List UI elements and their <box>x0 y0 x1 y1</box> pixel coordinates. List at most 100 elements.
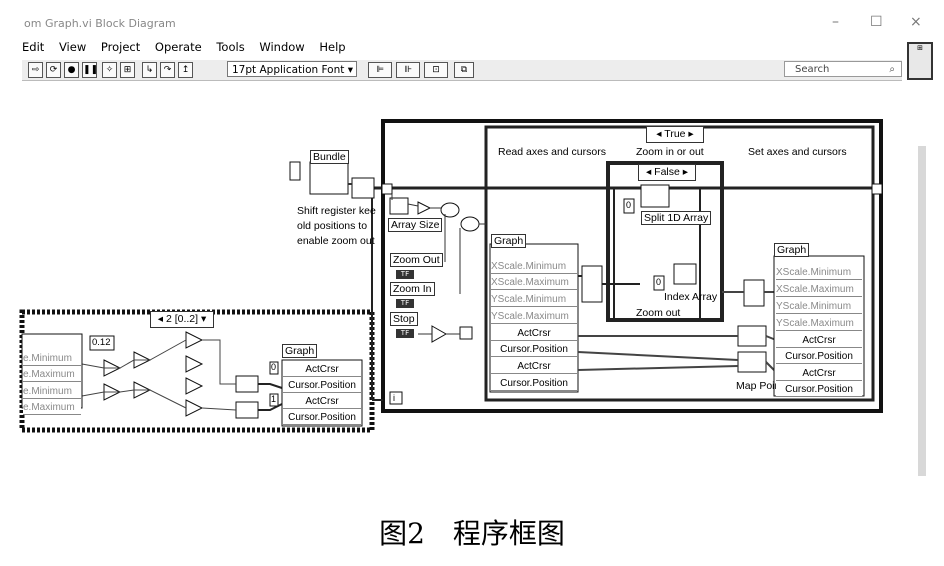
zoom-in-terminal[interactable]: TF <box>396 299 414 308</box>
resize-objects-icon[interactable]: ⊡ <box>424 62 448 78</box>
graph-left-ymax[interactable]: e.Maximum <box>23 400 81 415</box>
index-const-label: 0 <box>656 277 662 287</box>
run-icon[interactable]: ⇨ <box>28 62 43 78</box>
bundle-xy-node[interactable] <box>235 375 259 393</box>
menu-operate[interactable]: Operate <box>154 40 202 54</box>
graph-write-cursor-position-1[interactable]: Cursor.Position <box>776 349 862 364</box>
minimize-button[interactable]: – <box>832 14 839 30</box>
graph-write-actcrsr-2[interactable]: ActCrsr <box>776 366 862 381</box>
numeric-constant[interactable] <box>89 335 115 351</box>
reorder-icon[interactable]: ⧉ <box>454 62 474 78</box>
vertical-scrollbar[interactable] <box>918 146 926 476</box>
loop-iteration-terminal[interactable] <box>389 391 403 405</box>
graph-read-actcrsr-1[interactable]: ActCrsr <box>491 326 577 341</box>
stop-terminal[interactable] <box>459 326 473 340</box>
graph-small-cursor-1[interactable]: Cursor.Position <box>283 378 361 393</box>
menu-bar: Edit View Project Operate Tools Window H… <box>22 40 357 58</box>
align-objects-icon[interactable]: ⊫ <box>368 62 392 78</box>
graph-write-cursor-position-2[interactable]: Cursor.Position <box>776 382 862 397</box>
menu-help[interactable]: Help <box>319 40 346 54</box>
index-array-node[interactable] <box>673 263 697 285</box>
graph-write-actcrsr-1[interactable]: ActCrsr <box>776 333 862 348</box>
pause-icon[interactable]: ❚❚ <box>82 62 98 78</box>
greater-than-node[interactable] <box>417 201 432 215</box>
constant-1[interactable] <box>269 393 279 407</box>
wire <box>81 339 187 369</box>
graph-write-ymax[interactable]: YScale.Maximum <box>776 316 862 331</box>
index-array-label: Index Array <box>664 291 718 303</box>
graph-read-cursor-position-1[interactable]: Cursor.Position <box>491 342 577 357</box>
graph-small-actcrsr-1[interactable]: ActCrsr <box>283 362 361 377</box>
step-over-icon[interactable]: ↷ <box>160 62 175 78</box>
abort-icon[interactable]: ● <box>64 62 79 78</box>
array-constant[interactable] <box>289 161 301 181</box>
not-node[interactable] <box>431 325 448 343</box>
graph-left-xmax[interactable]: e.Maximum <box>23 367 81 382</box>
shift-register-left[interactable] <box>381 183 393 195</box>
sequence-selector[interactable]: ◂ 2 [0..2] ▾ <box>150 311 214 328</box>
search-icon[interactable]: ⌕ <box>889 64 895 75</box>
graph-left-ymin[interactable]: e.Minimum <box>23 384 81 399</box>
build-array-node[interactable] <box>351 177 375 199</box>
menu-window[interactable]: Window <box>259 40 305 54</box>
zoom-out-terminal[interactable]: TF <box>396 270 414 279</box>
array-size-node[interactable] <box>389 197 409 215</box>
bundle-node[interactable] <box>309 161 349 195</box>
and-node[interactable] <box>440 202 460 218</box>
map-pointer-node[interactable] <box>737 325 767 347</box>
bundle-xy-node[interactable] <box>581 265 603 303</box>
step-into-icon[interactable]: ↳ <box>142 62 157 78</box>
case-selector-true[interactable]: ◂ True ▸ <box>646 126 704 143</box>
constant-node[interactable] <box>653 275 665 291</box>
font-selector[interactable]: 17pt Application Font ▾ <box>227 61 357 77</box>
graph-read-actcrsr-2[interactable]: ActCrsr <box>491 359 577 374</box>
add-node[interactable] <box>185 331 204 349</box>
graph-read-xmax[interactable]: XScale.Maximum <box>491 275 577 290</box>
graph-read-ymax[interactable]: YScale.Maximum <box>491 309 577 324</box>
graph-read-ymin[interactable]: YScale.Minimum <box>491 292 577 307</box>
graph-small-cursor-2[interactable]: Cursor.Position <box>283 410 361 425</box>
run-continuously-icon[interactable]: ⟳ <box>46 62 61 78</box>
unbundle-node[interactable] <box>640 184 670 208</box>
add-node[interactable] <box>185 377 204 395</box>
graph-left-xmin[interactable]: e.Minimum <box>23 351 81 366</box>
maximize-button[interactable]: ☐ <box>870 14 883 30</box>
label-read-axes: Read axes and cursors <box>498 146 606 158</box>
constant-0[interactable] <box>269 361 279 375</box>
add-node[interactable] <box>185 355 204 373</box>
unbundle-xy-node[interactable] <box>743 279 765 307</box>
search-input[interactable]: Search⌕ <box>784 61 902 77</box>
shift-register-comment-1: Shift register kee <box>297 205 376 217</box>
graph-write-title: Graph <box>774 243 810 257</box>
graph-write-ymin[interactable]: YScale.Minimum <box>776 299 862 314</box>
stop-control-terminal[interactable]: TF <box>396 329 414 338</box>
constant-node[interactable] <box>623 198 635 214</box>
case-selector-false[interactable]: ◂ False ▸ <box>638 164 696 181</box>
shift-register-comment-3: enable zoom out <box>297 235 375 247</box>
graph-write-xmin[interactable]: XScale.Minimum <box>776 265 862 280</box>
menu-edit[interactable]: Edit <box>22 40 45 54</box>
graph-small-actcrsr-2[interactable]: ActCrsr <box>283 394 361 409</box>
case-structure-false[interactable] <box>606 161 724 322</box>
add-node[interactable] <box>185 399 204 417</box>
wire <box>407 203 419 207</box>
or-node[interactable] <box>460 216 480 232</box>
menu-project[interactable]: Project <box>100 40 141 54</box>
step-out-icon[interactable]: ↥ <box>178 62 193 78</box>
highlight-execution-icon[interactable]: ✧ <box>102 62 117 78</box>
graph-read-xmin[interactable]: XScale.Minimum <box>491 259 577 274</box>
graph-write-xmax[interactable]: XScale.Maximum <box>776 282 862 297</box>
bundle-xy-node[interactable] <box>235 401 259 419</box>
retain-wire-values-icon[interactable]: ⊞ <box>120 62 135 78</box>
while-loop[interactable] <box>381 119 883 413</box>
map-pointer-node[interactable] <box>737 351 767 373</box>
distribute-objects-icon[interactable]: ⊪ <box>396 62 420 78</box>
graph-read-cursor-position-2[interactable]: Cursor.Position <box>491 376 577 391</box>
menu-tools[interactable]: Tools <box>216 40 245 54</box>
loop-index-label: i <box>393 393 395 403</box>
graph-small-title: Graph <box>282 344 318 358</box>
shift-register-right[interactable] <box>871 183 883 195</box>
menu-view[interactable]: View <box>58 40 87 54</box>
close-button[interactable]: × <box>910 14 922 30</box>
zoom-in-control-label: Zoom In <box>390 282 435 296</box>
